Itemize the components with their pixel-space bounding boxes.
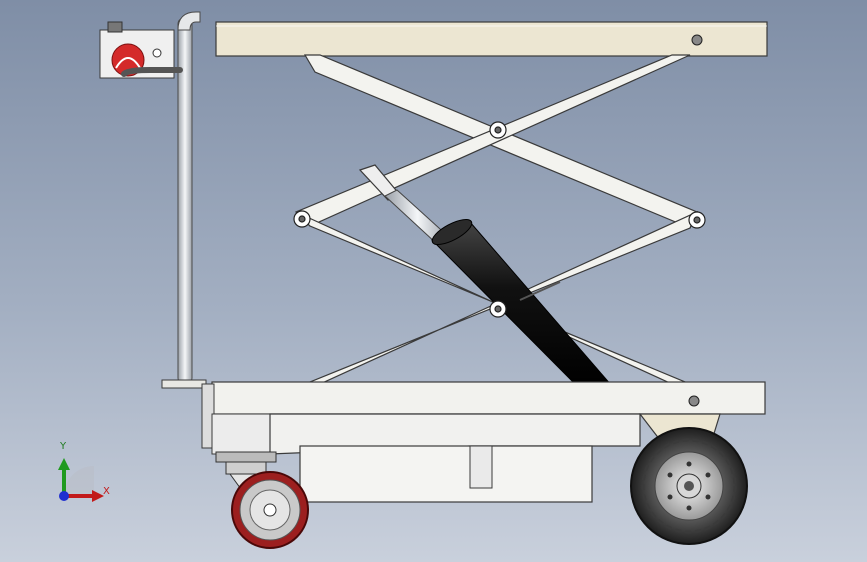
control-box <box>99 21 183 79</box>
top-platform <box>215 21 768 57</box>
axis-y-label: Y <box>60 441 67 452</box>
rear-wheel <box>630 413 748 545</box>
hydraulic-cylinder <box>384 189 614 387</box>
swivel-caster <box>215 451 309 549</box>
scissor-arms <box>294 54 699 385</box>
base-frame <box>201 381 766 503</box>
axis-x-label: X <box>103 486 110 497</box>
push-handle <box>161 11 207 389</box>
pivot-pins <box>293 121 706 318</box>
coordinate-triad-icon <box>58 458 104 502</box>
